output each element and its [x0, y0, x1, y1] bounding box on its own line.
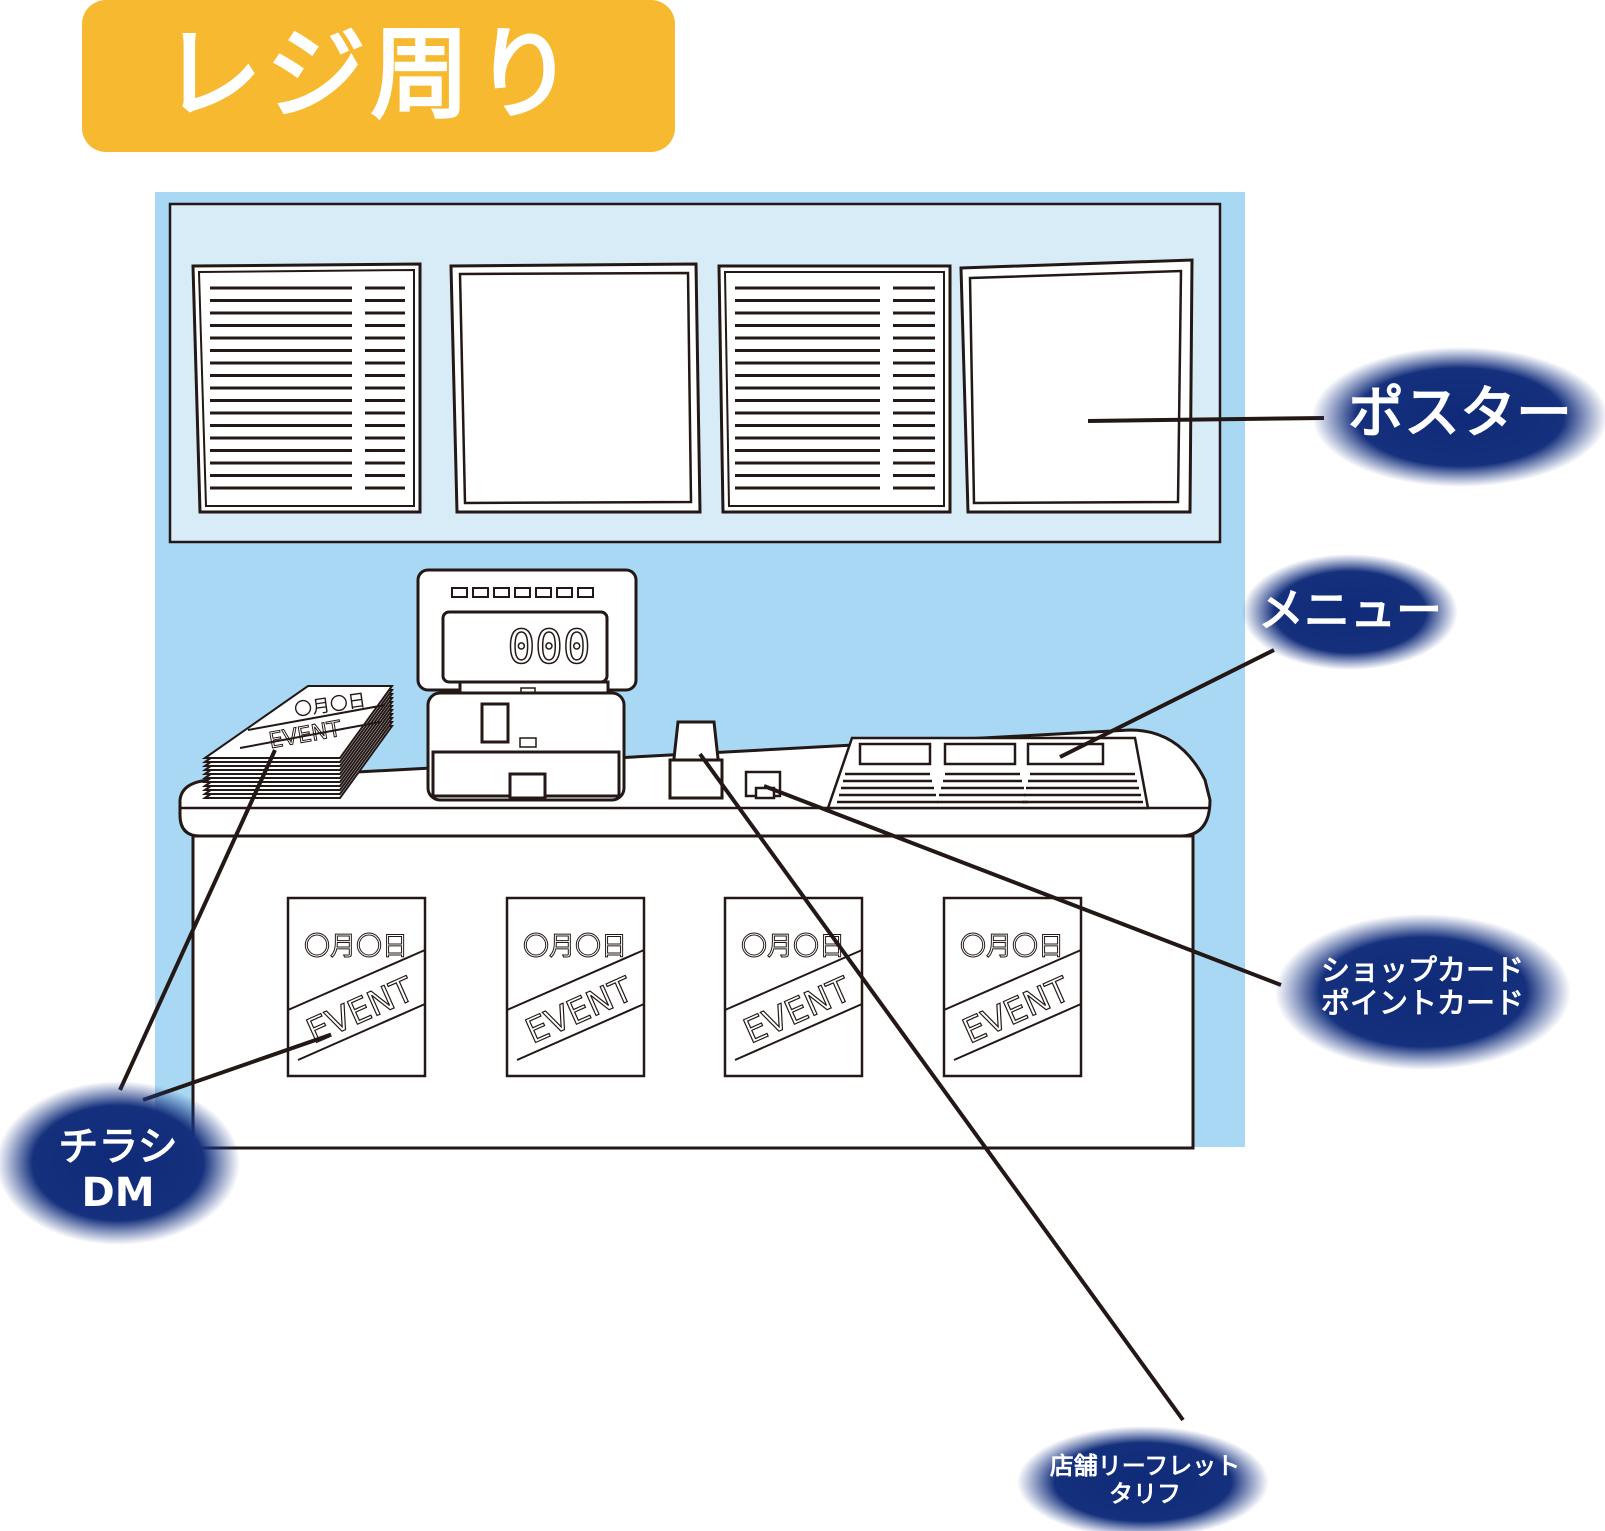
- leader-card: [763, 784, 1282, 987]
- leader-flyer-front: [142, 1033, 331, 1102]
- register-key: [556, 587, 573, 598]
- register-key: [535, 587, 552, 598]
- leader-menu: [1059, 648, 1275, 759]
- bubble-card: [1275, 914, 1571, 1070]
- flyer-stack: 〇月〇日 EVENT: [201, 685, 394, 799]
- bubble-poster: [1312, 347, 1605, 487]
- front-poster-date: 〇月〇日: [523, 932, 627, 962]
- poster-blank-1: [449, 262, 702, 514]
- flyer-sheet: [201, 685, 394, 759]
- register-key: [451, 587, 468, 598]
- register-key: [493, 587, 510, 598]
- register-key: [472, 587, 489, 598]
- leader-poster: [1087, 416, 1325, 423]
- leaflet-holder: [668, 720, 724, 800]
- register-display: 000: [507, 620, 590, 674]
- counter-menu: [826, 736, 1150, 810]
- poster-blank-2: [959, 258, 1194, 514]
- callout-menu: メニュー: [1258, 583, 1442, 637]
- callout-poster: ポスター: [1348, 381, 1572, 446]
- card-holder: [744, 770, 782, 800]
- front-poster-date: 〇月〇日: [960, 932, 1064, 962]
- poster-text-2: [717, 264, 952, 514]
- bubble-flyer: [0, 1081, 240, 1245]
- leader-leaflet: [698, 752, 1185, 1422]
- bubble-leaflet: [1017, 1426, 1269, 1531]
- callout-leaflet: 店舗リーフレット タリフ: [1049, 1452, 1241, 1508]
- register-key: [577, 587, 594, 598]
- leader-lines: [118, 416, 1325, 1422]
- front-poster-date: 〇月〇日: [304, 932, 408, 962]
- page-title: レジ周り: [162, 16, 578, 133]
- front-poster-date: 〇月〇日: [741, 932, 845, 962]
- cash-register: 000: [416, 568, 638, 802]
- leader-flyer-top: [118, 749, 277, 1091]
- title-banner: レジ周り: [82, 0, 675, 152]
- poster-text-1: [191, 262, 422, 514]
- callout-card: ショップカード ポイントカード: [1320, 953, 1524, 1021]
- register-key: [514, 587, 531, 598]
- callout-flyer: チラシ DM: [58, 1124, 178, 1216]
- bubble-menu: [1242, 554, 1458, 670]
